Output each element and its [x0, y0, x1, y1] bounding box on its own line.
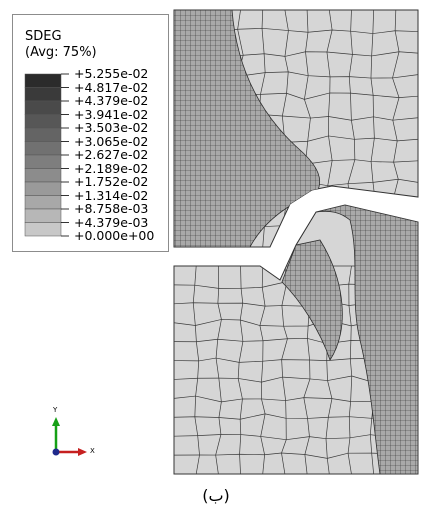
legend-label: +1.314e-02 — [74, 187, 149, 203]
figure-caption: (ب) — [202, 486, 230, 505]
legend-label: +0.000e+00 — [74, 228, 155, 243]
legend-label: +8.758e-03 — [74, 201, 149, 216]
legend-label: +2.189e-02 — [74, 160, 149, 176]
triad-origin — [52, 448, 60, 456]
legend-swatch — [24, 222, 62, 237]
legend-color-bar — [24, 73, 69, 237]
triad-y-label: Y — [53, 406, 58, 414]
triad-x-label: X — [90, 447, 95, 455]
mesh-edge — [192, 265, 200, 474]
triad-x-arrowhead — [78, 448, 87, 456]
mesh-edge — [237, 265, 244, 474]
legend-label: +5.255e-02 — [74, 66, 149, 81]
lower-damage-band — [281, 205, 418, 474]
legend-title: SDEG — [25, 29, 62, 44]
legend-label: +3.941e-02 — [74, 106, 149, 122]
mesh-edge — [259, 265, 266, 474]
legend-label: +4.379e-02 — [74, 93, 149, 108]
mesh-edge — [174, 452, 418, 459]
legend-panel: SDEG (Avg: 75%) +5.255e-02+4.817e-02+4.3… — [12, 14, 169, 252]
lower-specimen-block — [173, 204, 419, 475]
triad-y-arrowhead — [52, 417, 60, 426]
mesh-edge — [347, 265, 353, 474]
mesh-edge — [281, 265, 288, 474]
upper-specimen-block — [173, 9, 419, 248]
legend-label: +3.065e-02 — [74, 133, 149, 149]
legend-label: +2.627e-02 — [74, 147, 149, 162]
mesh-edge — [215, 265, 222, 474]
legend-label: +4.379e-03 — [74, 214, 149, 230]
legend-label: +3.503e-02 — [74, 120, 149, 135]
legend-subtitle: (Avg: 75%) — [25, 45, 97, 60]
coordinate-triad — [52, 417, 87, 456]
upper-damage-band — [174, 10, 321, 247]
mesh-edge — [174, 434, 418, 441]
legend-label: +1.752e-02 — [74, 174, 149, 189]
legend-label: +4.817e-02 — [74, 79, 149, 95]
